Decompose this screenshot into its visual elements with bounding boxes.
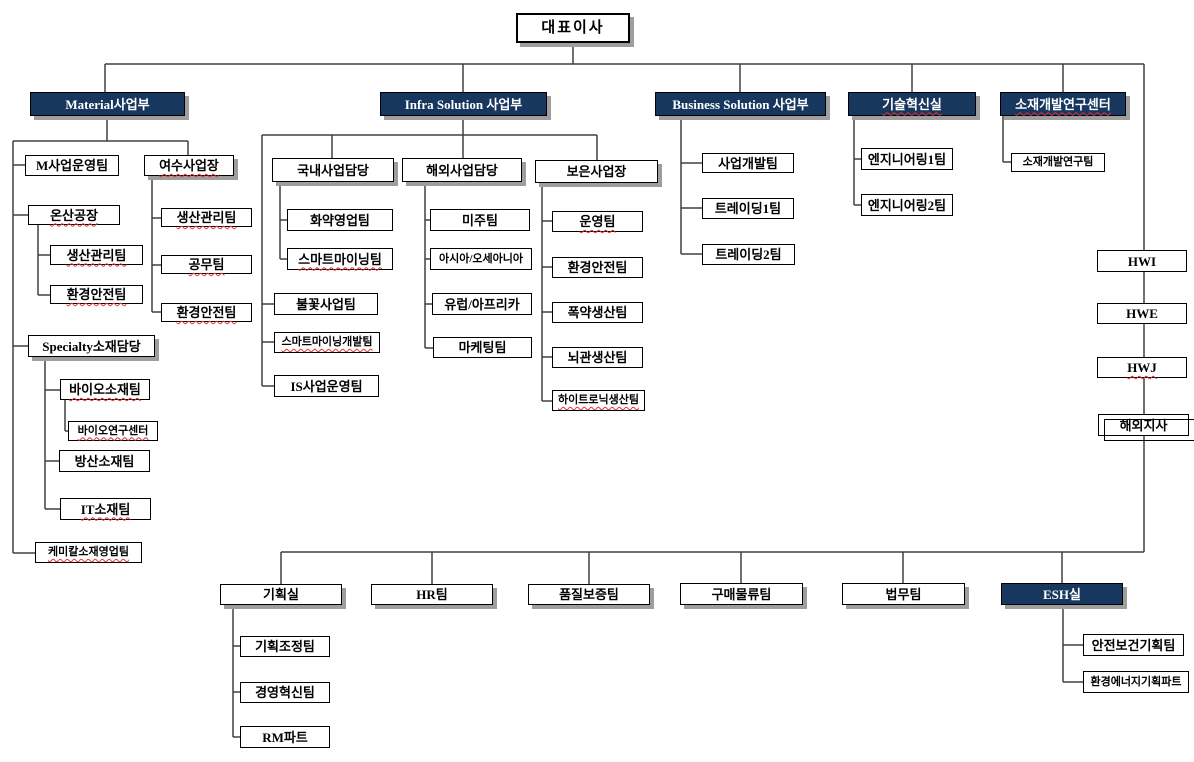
material-rnd-center-node: 소재개발연구센터 [1000,92,1126,116]
hr-team-node: HR팀 [371,584,493,605]
onsan-production-team-node: 생산관리팀 [50,245,143,265]
it-materials-team-node: IT소재팀 [60,498,151,520]
onsan-env-safety-team-node: 환경안전팀 [50,285,143,304]
yeosu-site-node: 여수사업장 [144,155,234,176]
overseas-business-division-node: 해외사업담당 [402,158,522,182]
explosive-production-team-node: 폭약생산팀 [552,302,643,323]
asia-oceania-team-node: 아시아/오세아니아 [430,248,532,270]
yeosu-env-safety-team-node: 환경안전팀 [161,303,252,322]
engineering2-team-node: 엔지니어링2팀 [861,194,953,216]
bio-research-center-node: 바이오연구센터 [68,421,158,441]
overseas-branches-node: 해외지사 [1098,414,1194,441]
defense-materials-team-node: 방산소재팀 [59,450,150,472]
europe-africa-team-node: 유럽/아프리카 [432,293,532,315]
is-business-ops-team-node: IS사업운영팀 [274,375,379,397]
smart-mining-team-node: 스마트마이닝팀 [287,248,393,270]
bio-materials-team-node: 바이오소재팀 [60,379,150,400]
hwi-node: HWI [1097,250,1187,272]
infra-solution-division-node: Infra Solution 사업부 [380,92,547,116]
hwj-node: HWJ [1097,357,1187,378]
boeun-operations-team-node: 운영팀 [552,211,643,232]
boeun-site-node: 보은사업장 [535,160,658,183]
safety-health-planning-team-node: 안전보건기획팀 [1083,634,1184,656]
ceo-node: 대표이사 [516,13,630,43]
hwe-node: HWE [1097,303,1187,324]
fireworks-business-team-node: 불꽃사업팀 [274,293,378,315]
planning-coordination-team-node: 기획조정팀 [240,636,330,657]
quality-assurance-team-node: 품질보증팀 [528,584,650,605]
smart-mining-dev-team-node: 스마트마이닝개발팀 [274,332,380,353]
americas-team-node: 미주팀 [430,209,530,231]
yeosu-production-team-node: 생산관리팀 [161,208,252,227]
chemical-materials-sales-team-node: 케미칼소재영업팀 [35,542,142,563]
business-dev-team-node: 사업개발팀 [702,153,794,173]
management-innovation-team-node: 경영혁신팀 [240,682,330,703]
material-rnd-team-node: 소재개발연구팀 [1011,153,1105,172]
esh-office-node: ESH실 [1001,583,1123,605]
env-energy-planning-part-node: 환경에너지기획파트 [1083,671,1189,693]
marketing-team-node: 마케팅팀 [433,337,532,358]
material-division-node: Material사업부 [30,92,185,116]
boeun-env-safety-team-node: 환경안전팀 [552,257,643,278]
yeosu-engineering-team-node: 공무팀 [161,255,252,274]
business-solution-division-node: Business Solution 사업부 [655,92,826,116]
purchasing-logistics-team-node: 구매물류팀 [680,583,803,605]
rm-part-node: RM파트 [240,726,330,748]
detonator-production-team-node: 뇌관생산팀 [552,347,643,368]
engineering1-team-node: 엔지니어링1팀 [861,148,953,170]
domestic-business-division-node: 국내사업담당 [272,158,394,182]
legal-team-node: 법무팀 [842,583,965,605]
trading2-team-node: 트레이딩2팀 [702,244,795,265]
trading1-team-node: 트레이딩1팀 [702,198,794,219]
planning-office-node: 기획실 [220,584,342,605]
tech-innovation-office-node: 기술혁신실 [848,92,976,116]
m-business-ops-team-node: M사업운영팀 [25,155,119,176]
explosives-sales-team-node: 화약영업팀 [287,209,393,231]
hitronic-production-team-node: 하이트로닉생산팀 [552,390,645,411]
specialty-materials-division-node: Specialty소재담당 [28,335,155,357]
onsan-plant-node: 온산공장 [28,205,120,225]
